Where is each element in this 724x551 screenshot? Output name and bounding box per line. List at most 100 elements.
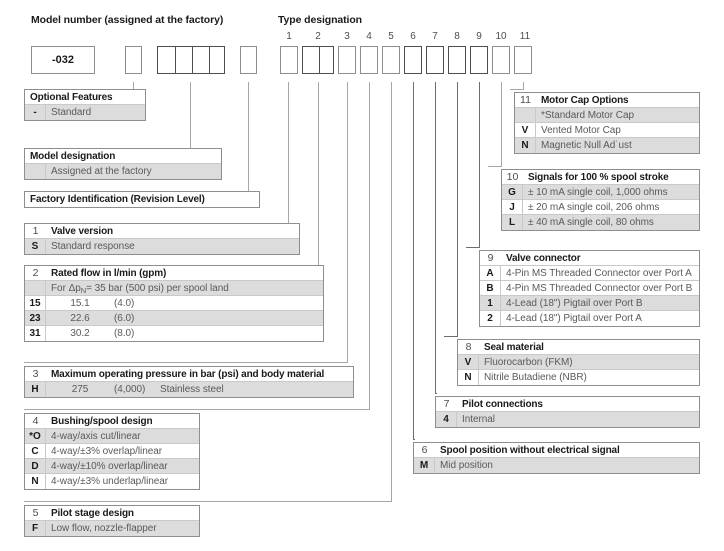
table-row[interactable]: 2 4-Lead (18") Pigtail over Port A — [480, 311, 699, 326]
rated-flow-paren-1: (6.0) — [114, 312, 135, 324]
model-box-designation-group[interactable] — [157, 46, 225, 74]
type-box-10[interactable] — [492, 46, 510, 74]
table-row[interactable]: C 4-way/±3% overlap/linear — [25, 444, 199, 459]
type-box-8[interactable] — [448, 46, 466, 74]
leader-type9-h — [466, 247, 480, 248]
rated-flow-key-0: 15 — [25, 296, 46, 310]
rated-flow-subtitle-key — [25, 281, 46, 295]
table-row[interactable]: B 4-Pin MS Threaded Connector over Port … — [480, 281, 699, 296]
valve-connector-key-2: 1 — [480, 296, 501, 310]
model-group-divider-2 — [192, 47, 193, 73]
table-row[interactable]: 31 30.2(8.0) — [25, 326, 323, 341]
signals-desc-0: ± 10 mA single coil, 1,000 ohms — [528, 186, 668, 198]
optional-features-desc-0: Standard — [51, 107, 92, 118]
table-row[interactable]: 4 Internal — [436, 412, 699, 427]
leader-type2-v — [318, 82, 319, 271]
motor-cap-key-0 — [515, 108, 536, 122]
max-pressure-values-0: 275(4,000)Stainless steel — [46, 382, 353, 397]
signals-title: Signals for 100 % spool stroke — [528, 171, 669, 183]
optional-features-title: Optional Features — [30, 91, 113, 103]
signals-num: 10 — [506, 171, 519, 183]
table-row[interactable]: N 4-way/±3% underlap/linear — [25, 474, 199, 489]
max-pressure-material-0: Stainless steel — [160, 384, 224, 395]
table-row[interactable]: 23 22.6(6.0) — [25, 311, 323, 326]
type-box-2[interactable] — [302, 46, 334, 74]
model-designation-key-0 — [25, 164, 46, 179]
valve-connector-key-1: B — [480, 281, 501, 295]
rated-flow-title: Rated flow in l/min (gpm) — [51, 267, 167, 279]
table-row[interactable]: N Nitrile Butadiene (NBR) — [458, 370, 699, 385]
model-prefix-box[interactable]: -032 — [31, 46, 95, 74]
motor-cap-desc-0: *Standard Motor Cap — [541, 109, 634, 121]
type-box-4[interactable] — [360, 46, 378, 74]
seal-material-num: 8 — [465, 341, 472, 353]
table-row[interactable]: V Vented Motor Cap — [515, 123, 699, 138]
type-index-11: 11 — [519, 31, 531, 42]
table-row[interactable]: - Standard — [25, 105, 145, 120]
valve-connector-desc-1: 4-Pin MS Threaded Connector over Port B — [506, 282, 693, 294]
type-designation-heading: Type designation — [278, 14, 362, 26]
model-designation-desc-0: Assigned at the factory — [51, 166, 152, 177]
valve-connector-key-3: 2 — [480, 311, 501, 326]
type-box-6[interactable] — [404, 46, 422, 74]
type-box-9[interactable] — [470, 46, 488, 74]
table-row[interactable]: N Magnetic Null Ad˙ust — [515, 138, 699, 153]
seal-material-key-1: N — [458, 370, 479, 385]
leader-type6-v — [413, 82, 414, 440]
spool-position-num: 6 — [421, 444, 428, 456]
motor-cap-title: Motor Cap Options — [541, 94, 629, 106]
table-row[interactable]: G ± 10 mA single coil, 1,000 ohms — [502, 185, 699, 200]
type-index-5: 5 — [388, 31, 394, 42]
table-row[interactable]: S Standard response — [25, 239, 299, 254]
valve-version-key-0: S — [25, 239, 46, 254]
model-box-factory-identification[interactable] — [240, 46, 257, 74]
table-row[interactable]: D 4-way/±10% overlap/linear — [25, 459, 199, 474]
type-box-11[interactable] — [514, 46, 532, 74]
pilot-connections-num: 7 — [443, 398, 450, 410]
table-row[interactable]: J ± 20 mA single coil, 206 ohms — [502, 200, 699, 215]
table-row[interactable]: Assigned at the factory — [25, 164, 221, 179]
seal-material-desc-1: Nitrile Butadiene (NBR) — [484, 372, 587, 383]
table-row[interactable]: M Mid position — [414, 458, 699, 473]
leader-type8-v — [457, 82, 458, 337]
leader-type4-v — [369, 82, 370, 410]
type-box-1[interactable] — [280, 46, 298, 74]
type-box-5[interactable] — [382, 46, 400, 74]
pilot-stage-key-0: F — [25, 521, 46, 536]
motor-cap-key-1: V — [515, 123, 536, 137]
table-row[interactable]: 15 15.1(4.0) — [25, 296, 323, 311]
table-row: 3 Maximum operating pressure in bar (psi… — [25, 367, 353, 382]
signals-desc-1: ± 20 mA single coil, 206 ohms — [528, 201, 660, 213]
table-seal-material: 8 Seal material V Fluorocarbon (FKM) N N… — [457, 339, 700, 386]
table-row[interactable]: L ± 40 mA single coil, 80 ohms — [502, 215, 699, 230]
table-model-designation: Model designation Assigned at the factor… — [24, 148, 222, 180]
leader-type10-h — [488, 166, 502, 167]
type-box-3[interactable] — [338, 46, 356, 74]
table-valve-connector: 9 Valve connector A 4-Pin MS Threaded Co… — [479, 250, 700, 327]
leader-type9-v — [479, 82, 480, 248]
type-index-7: 7 — [432, 31, 438, 42]
table-row[interactable]: 1 4-Lead (18") Pigtail over Port B — [480, 296, 699, 311]
type-box-7[interactable] — [426, 46, 444, 74]
table-row[interactable]: V Fluorocarbon (FKM) — [458, 355, 699, 370]
table-row: 6 Spool position without electrical sign… — [414, 443, 699, 458]
leader-type5-v — [391, 82, 392, 502]
leader-type6-h — [413, 439, 415, 440]
leader-type11-v — [523, 82, 524, 90]
type-index-2: 2 — [315, 31, 321, 42]
table-row[interactable]: H 275(4,000)Stainless steel — [25, 382, 353, 397]
table-row[interactable]: A 4-Pin MS Threaded Connector over Port … — [480, 266, 699, 281]
pilot-stage-title: Pilot stage design — [51, 507, 134, 519]
leader-type5-h — [24, 501, 392, 502]
table-row: 4 Bushing/spool design — [25, 414, 199, 429]
rated-flow-subtitle-prefix: For Δp — [51, 282, 81, 294]
table-row[interactable]: *O 4-way/axis cut/linear — [25, 429, 199, 444]
table-optional-features: Optional Features - Standard — [24, 89, 146, 121]
table-row[interactable]: F Low flow, nozzle-flapper — [25, 521, 199, 536]
table-row[interactable]: *Standard Motor Cap — [515, 108, 699, 123]
leader-type8-h — [444, 336, 458, 337]
model-box-optional-features[interactable] — [125, 46, 142, 74]
bushing-spool-key-3: N — [25, 474, 46, 489]
